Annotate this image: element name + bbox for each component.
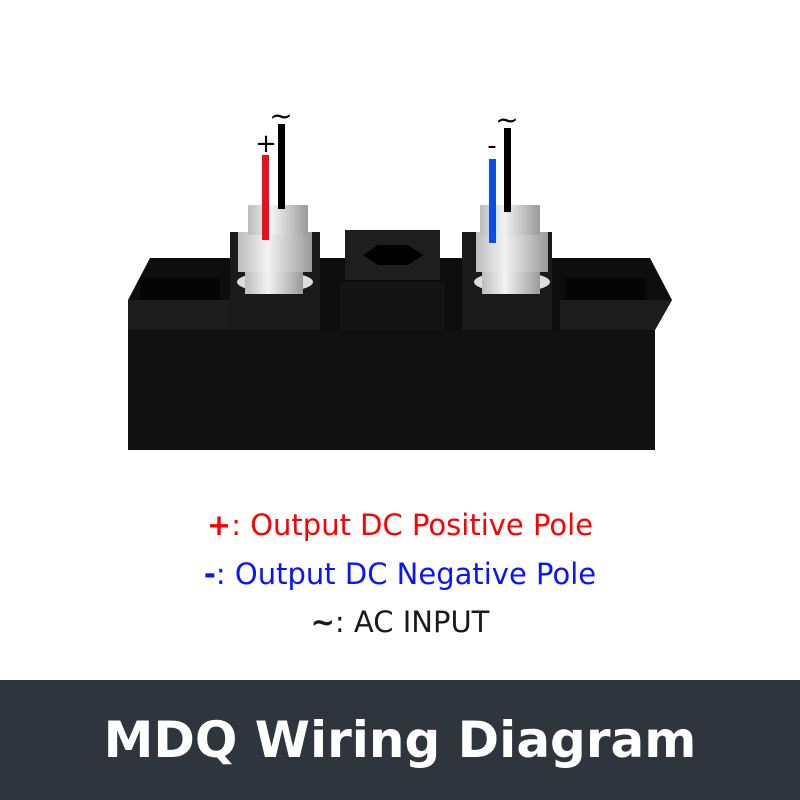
- legend-positive-text: : Output DC Positive Pole: [231, 508, 594, 542]
- ac-label-left: ~: [269, 99, 292, 132]
- ac-label-right: ~: [495, 103, 518, 136]
- positive-wire: [262, 155, 269, 240]
- legend-ac-symbol: ~: [310, 605, 335, 639]
- module-body: [128, 230, 672, 450]
- negative-label: -: [487, 131, 496, 161]
- terminal-right: - ~: [474, 103, 550, 294]
- ac-wire-left: [278, 124, 285, 209]
- legend-negative-text: : Output DC Negative Pole: [215, 557, 597, 591]
- legend-ac: ~: AC INPUT: [0, 605, 800, 639]
- ac-wire-right: [504, 128, 511, 212]
- footer-banner: MDQ Wiring Diagram: [0, 680, 800, 800]
- negative-wire: [489, 159, 496, 243]
- footer-title: MDQ Wiring Diagram: [103, 711, 697, 769]
- legend-negative: -: Output DC Negative Pole: [0, 557, 800, 591]
- legend-positive-symbol: +: [206, 508, 232, 542]
- positive-label: +: [255, 129, 277, 159]
- legend-negative-symbol: -: [203, 557, 216, 591]
- legend-positive: +: Output DC Positive Pole: [0, 508, 800, 542]
- rectifier-module-illustration: + ~ - ~: [128, 99, 672, 450]
- legend-ac-text: : AC INPUT: [334, 605, 490, 639]
- terminal-left: + ~: [237, 99, 313, 294]
